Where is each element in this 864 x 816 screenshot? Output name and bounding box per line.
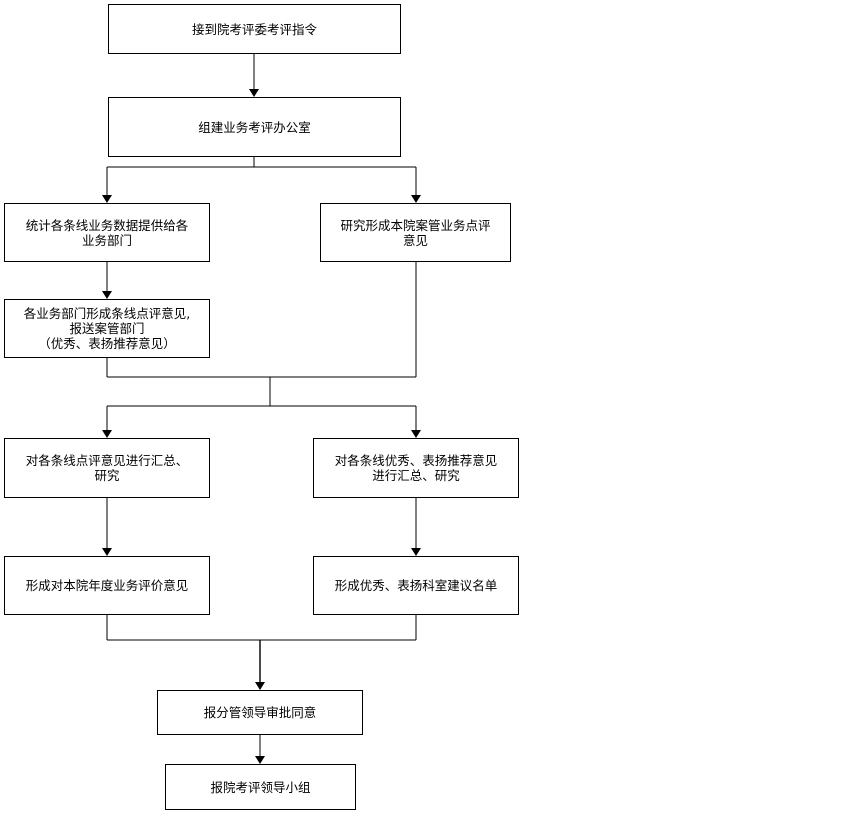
node-recommend-list: 形成优秀、表扬科室建议名单 [313, 556, 519, 615]
node-annual-evaluation: 形成对本院年度业务评价意见 [4, 556, 210, 615]
node-stat-data: 统计各条线业务数据提供给各 业务部门 [4, 203, 210, 262]
node-report-approval: 报分管领导审批同意 [157, 690, 363, 735]
node-report-group-label: 报院考评领导小组 [210, 779, 311, 795]
node-research-opinion-label: 研究形成本院案管业务点评 意见 [340, 217, 491, 248]
node-receive-order-label: 接到院考评委考评指令 [191, 21, 317, 37]
node-summarize-review-label: 对各条线点评意见进行汇总、 研究 [25, 453, 189, 483]
node-build-office-label: 组建业务考评办公室 [198, 119, 311, 135]
node-recommend-list-label: 形成优秀、表扬科室建议名单 [334, 578, 498, 593]
node-summarize-review: 对各条线点评意见进行汇总、 研究 [4, 438, 210, 498]
node-summarize-recommend-label: 对各条线优秀、表扬推荐意见 进行汇总、研究 [334, 453, 498, 483]
node-research-opinion: 研究形成本院案管业务点评 意见 [320, 203, 511, 262]
node-report-approval-label: 报分管领导审批同意 [203, 705, 317, 720]
node-summarize-recommend: 对各条线优秀、表扬推荐意见 进行汇总、研究 [313, 438, 519, 498]
node-dept-opinion-label: 各业务部门形成条线点评意见, 报送案管部门 （优秀、表扬推荐意见） [23, 306, 191, 351]
node-receive-order: 接到院考评委考评指令 [108, 4, 401, 54]
node-annual-evaluation-label: 形成对本院年度业务评价意见 [25, 578, 189, 593]
node-dept-opinion: 各业务部门形成条线点评意见, 报送案管部门 （优秀、表扬推荐意见） [4, 299, 210, 358]
node-report-group: 报院考评领导小组 [165, 764, 356, 810]
node-stat-data-label: 统计各条线业务数据提供给各 业务部门 [25, 217, 189, 248]
node-build-office: 组建业务考评办公室 [108, 97, 401, 157]
